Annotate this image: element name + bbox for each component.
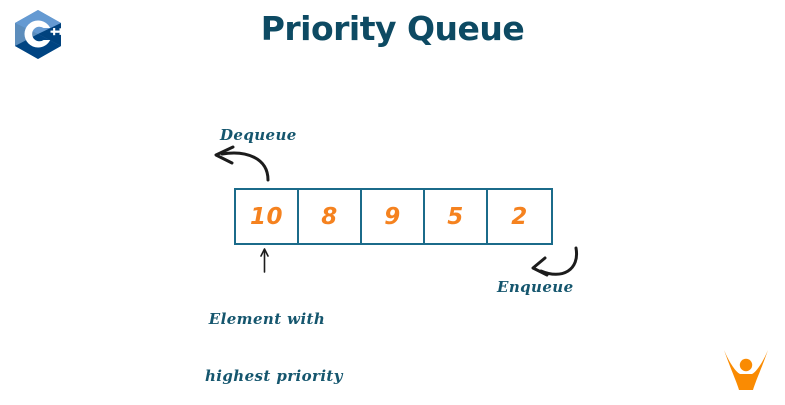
favtutor-body: [724, 350, 768, 390]
favtutor-mark-icon: [724, 350, 768, 390]
enqueue-label: Enqueue: [497, 278, 574, 296]
cpp-logo-letter-c: [24, 20, 51, 48]
enqueue-arrow: [531, 246, 579, 277]
favtutor-mark: [722, 348, 770, 392]
queue-cell[interactable]: 2: [511, 203, 528, 230]
cpp-logo-facet-right: [38, 23, 61, 46]
priority-queue-boxes: 10 8 9 5 2: [234, 188, 553, 245]
highest-priority-label: Element with highest priority: [205, 272, 343, 405]
queue-cell[interactable]: 8: [299, 190, 362, 243]
queue-cell[interactable]: 5: [425, 190, 488, 243]
queue-cell[interactable]: 9: [362, 190, 425, 243]
highest-priority-arrow: [260, 248, 269, 273]
cpp-logo-plus-sign-2: [57, 28, 64, 35]
cpp-logo: [10, 8, 66, 60]
highest-priority-label-line2: highest priority: [205, 367, 343, 385]
cpp-logo-icon: [15, 10, 64, 59]
cpp-logo-plus-signs: [50, 28, 59, 36]
page-title: Priority Queue: [260, 9, 525, 48]
dequeue-arrow: [214, 145, 270, 182]
queue-cell[interactable]: 10: [236, 190, 299, 243]
dequeue-label: Dequeue: [220, 126, 297, 144]
highest-priority-label-line1: Element with: [208, 310, 326, 328]
favtutor-head: [739, 358, 753, 372]
